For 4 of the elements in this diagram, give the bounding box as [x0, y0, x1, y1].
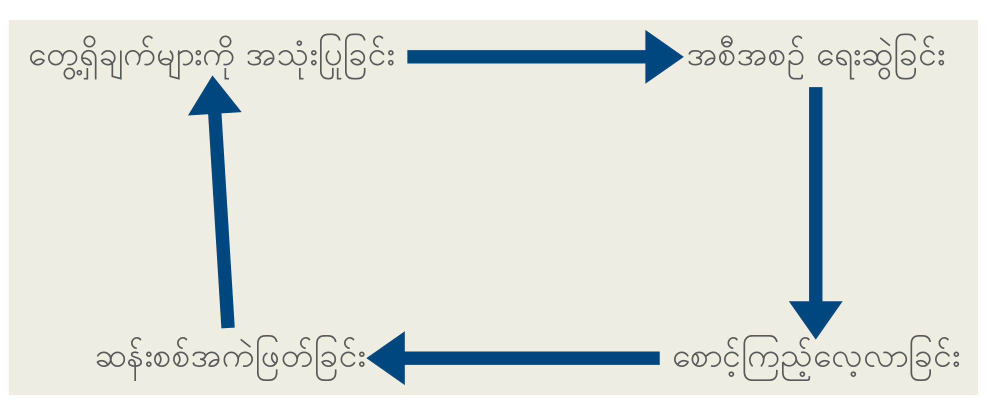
arrow: [188, 75, 242, 328]
arrow: [366, 331, 660, 386]
arrow: [407, 30, 684, 84]
arrow: [788, 87, 843, 340]
